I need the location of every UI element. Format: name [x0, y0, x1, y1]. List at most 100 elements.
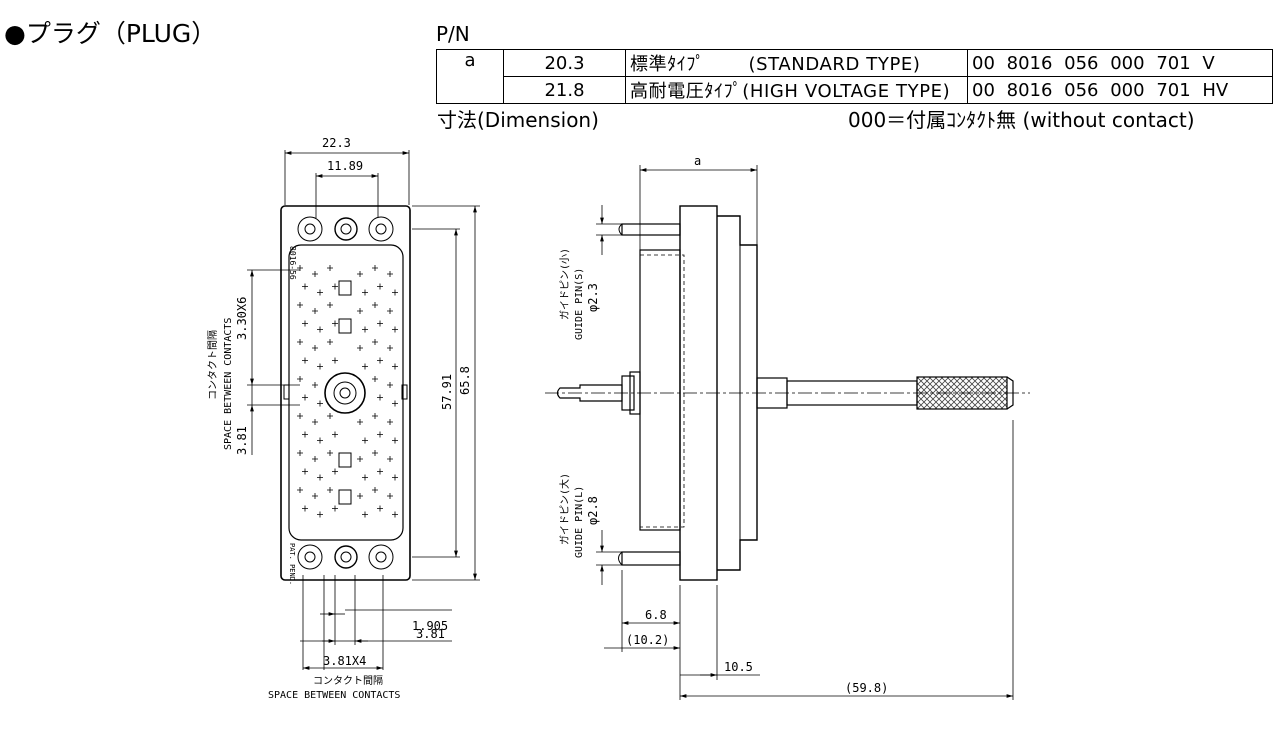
- contact-mark: [302, 468, 308, 475]
- contact-mark: [302, 283, 308, 290]
- contact-mark: [327, 265, 333, 271]
- front-view: [280, 205, 411, 581]
- center-guide: [324, 372, 366, 414]
- contact-mark: [377, 283, 383, 290]
- part-number-table: a 20.3 標準ﾀｲﾌﾟ (STANDARD TYPE) 00 8016 05…: [436, 49, 1273, 104]
- contact-mark: [312, 308, 318, 314]
- contact-mark: [392, 326, 398, 333]
- contact-mark: [387, 271, 393, 277]
- contact-mark: [362, 474, 368, 481]
- contact-mark: [392, 437, 398, 444]
- contact-mark: [327, 339, 333, 345]
- contact-mark: [332, 431, 338, 438]
- contact-mark: [302, 357, 308, 364]
- contact-mark: [387, 456, 393, 462]
- contact-mark: [357, 271, 363, 277]
- side-dimension-text: a 6.8 (10.2) 10.5 (59.8) ガイドピン(小) GUIDE …: [558, 154, 888, 695]
- guide-pin-large: [621, 551, 681, 566]
- contact-mark: [312, 419, 318, 425]
- side-dimensions: [596, 165, 1014, 700]
- guide-s-en: GUIDE PIN(S): [574, 268, 585, 340]
- bottom-label-jp: コンタクト間隔: [313, 675, 383, 687]
- contact-mark: [332, 320, 338, 327]
- marking-top: 8016-56: [288, 246, 297, 280]
- contact-mark: [357, 308, 363, 314]
- contact-mark: [317, 400, 323, 407]
- table-cell-a: a: [436, 49, 504, 104]
- bottom-label-en: SPACE BETWEEN CONTACTS: [268, 690, 400, 701]
- no-contact-note: 000＝付属ｺﾝﾀｸﾄ無 (without contact): [848, 108, 1195, 132]
- contact-mark: [387, 345, 393, 351]
- table-row: 21.8 高耐電圧ﾀｲﾌﾟ(HIGH VOLTAGE TYPE) 00 8016…: [437, 76, 1273, 104]
- contact-mark: [317, 326, 323, 333]
- contact-mark: [357, 493, 363, 499]
- contact-mark: [377, 505, 383, 512]
- part-number-label: P/N: [436, 22, 470, 46]
- table-cell-type: 高耐電圧ﾀｲﾌﾟ(HIGH VOLTAGE TYPE): [625, 76, 968, 104]
- dim-pitch-vertical-text: 3.30X6: [235, 297, 249, 340]
- contact-mark: [362, 511, 368, 518]
- dim-381x4-text: 3.81X4: [323, 654, 366, 668]
- contact-mark: [312, 493, 318, 499]
- contact-grid: [297, 265, 398, 518]
- contact-mark: [357, 456, 363, 462]
- contact-mark: [377, 468, 383, 475]
- contact-mark: [377, 320, 383, 327]
- contact-mark: [317, 363, 323, 370]
- contact-mark: [387, 493, 393, 499]
- contact-mark: [332, 357, 338, 364]
- guide-l-dia: φ2.8: [586, 496, 600, 525]
- page-title: ●プラグ（PLUG）: [4, 19, 217, 48]
- dim-102-text: (10.2): [626, 633, 669, 647]
- contact-mark: [372, 339, 378, 345]
- guide-l-en: GUIDE PIN(L): [574, 486, 585, 558]
- contact-mark: [302, 320, 308, 327]
- vertical-label-en: SPACE BETWEEN CONTACTS: [223, 318, 234, 450]
- contact-mark: [372, 487, 378, 493]
- contact-mark: [392, 511, 398, 518]
- contact-mark: [377, 394, 383, 401]
- contact-mark: [392, 363, 398, 370]
- front-dimensions: [247, 150, 480, 670]
- contact-mark: [302, 505, 308, 512]
- contact-mark: [297, 413, 303, 419]
- dim-pin-span-text: 11.89: [327, 159, 363, 173]
- front-dimension-text: 22.3 11.89 1.905 3.81 3.81X4 コンタクト間隔 SPA…: [207, 136, 472, 701]
- contact-mark: [317, 289, 323, 296]
- contact-mark: [362, 289, 368, 296]
- mount-hole: [368, 216, 394, 242]
- dim-598-text: (59.8): [845, 681, 888, 695]
- contact-mark: [377, 431, 383, 438]
- dim-width-text: 22.3: [322, 136, 351, 150]
- contact-mark: [387, 419, 393, 425]
- contact-mark: [362, 437, 368, 444]
- contact-mark: [327, 450, 333, 456]
- dim-height-inner-text: 57.91: [440, 374, 454, 410]
- contact-mark: [327, 413, 333, 419]
- contact-mark: [387, 382, 393, 388]
- dim-a-text: a: [694, 154, 701, 168]
- contact-mark: [372, 450, 378, 456]
- dim-68-text: 6.8: [645, 608, 667, 622]
- contact-mark: [362, 363, 368, 370]
- contact-mark: [317, 511, 323, 518]
- contact-mark: [297, 339, 303, 345]
- contact-mark: [312, 456, 318, 462]
- dim-height-outer-text: 65.8: [458, 366, 472, 395]
- table-cell-part: 00 8016 056 000 701 V: [967, 49, 1273, 77]
- dim-381-text: 3.81: [416, 627, 445, 641]
- contact-mark: [377, 357, 383, 364]
- connector-outline: [280, 205, 411, 581]
- vertical-label-jp: コンタクト間隔: [207, 330, 219, 400]
- contact-mark: [332, 283, 338, 290]
- mount-hole: [297, 216, 323, 242]
- contact-mark: [297, 450, 303, 456]
- contact-mark: [362, 326, 368, 333]
- contact-mark: [297, 302, 303, 308]
- table-cell-part: 00 8016 056 000 701 HV: [967, 76, 1273, 104]
- dim-offset-vertical-text: 3.81: [235, 426, 249, 455]
- contact-mark: [297, 487, 303, 493]
- contact-mark: [372, 302, 378, 308]
- side-view: [545, 205, 1030, 581]
